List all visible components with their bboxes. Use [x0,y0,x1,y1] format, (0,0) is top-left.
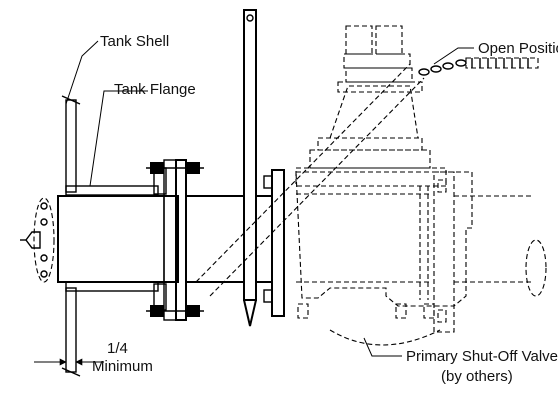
internal-disc [20,197,55,283]
bolted-flange [146,159,204,321]
valve-flange-plate [256,169,285,317]
chain [418,57,539,76]
inner-pipe [57,195,179,283]
clearance-value-label: 1/4 [107,340,128,357]
lever-open-position [195,63,425,297]
open-position-label: Open Position [478,40,558,57]
valve-label-line1: Primary Shut-Off Valve [406,348,558,365]
operating-lever [243,9,257,327]
pipe-spool [186,195,244,283]
shutoff-valve [295,25,547,346]
clearance-word-label: Minimum [92,358,153,375]
tank-shell-label: Tank Shell [100,33,169,50]
valve-label-line2: (by others) [441,368,513,385]
leader-lines [34,40,474,372]
tank-flange-label: Tank Flange [114,81,196,98]
tank-shell [61,95,81,377]
tank-flange [65,167,167,311]
